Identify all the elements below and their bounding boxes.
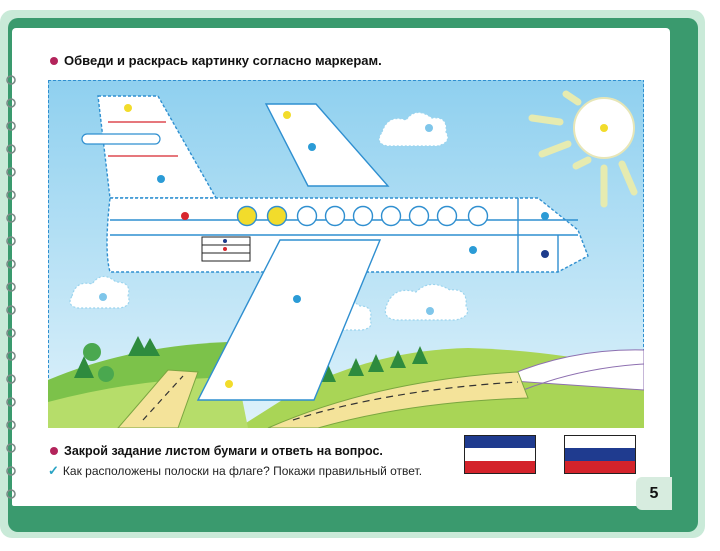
flag-stripe [565,436,635,449]
flag-option-2[interactable] [564,435,636,474]
windows [236,205,489,227]
marker-lightblue [425,124,433,132]
marker-yellow [283,111,291,119]
instruction-text-2: Закрой задание листом бумаги и ответь на… [64,444,383,458]
marker-red [223,247,227,251]
flag-stripe [565,448,635,461]
bullet-dot-icon [50,56,58,65]
upper-wing [264,103,390,187]
sun [528,90,638,208]
engine-pod [81,133,161,145]
flag-stripe [565,460,635,473]
checkmark-icon: ✓ [48,463,59,478]
cloud-3 [384,283,469,321]
instruction-heading: Обведи и раскрась картинку согласно марк… [50,53,382,68]
flag-stripe [465,460,535,473]
marker-blue [157,175,165,183]
airplane-coloring-picture [48,80,644,428]
instruction-text: Обведи и раскрась картинку согласно марк… [64,53,382,68]
marker-yellow [600,124,608,132]
marker-blue [541,212,549,220]
marker-navy [223,239,227,243]
flag-stripe [465,448,535,461]
lower-wing [196,239,382,401]
question-text: Как расположены полоски на флаге? Покажи… [62,464,423,478]
marker-lightblue [426,307,434,315]
cloud-2 [69,275,130,309]
marker-navy [541,250,549,258]
marker-red [181,212,189,220]
marker-yellow [225,380,233,388]
marker-blue [469,246,477,254]
marker-blue [308,143,316,151]
marker-lightblue [99,293,107,301]
marker-yellow [124,104,132,112]
page-number: 5 [636,477,672,510]
cloud-1 [378,111,449,147]
instruction-heading-2: Закрой задание листом бумаги и ответь на… [50,444,383,458]
flag-option-1[interactable] [464,435,536,474]
marker-blue [293,295,301,303]
spiral-binding-icon [6,75,16,499]
question-row: ✓ Как расположены полоски на флаге? Пока… [48,463,422,479]
flag-stripe [465,436,535,449]
airplane [97,95,589,401]
bullet-dot-icon [50,447,58,455]
landscape [48,342,644,428]
